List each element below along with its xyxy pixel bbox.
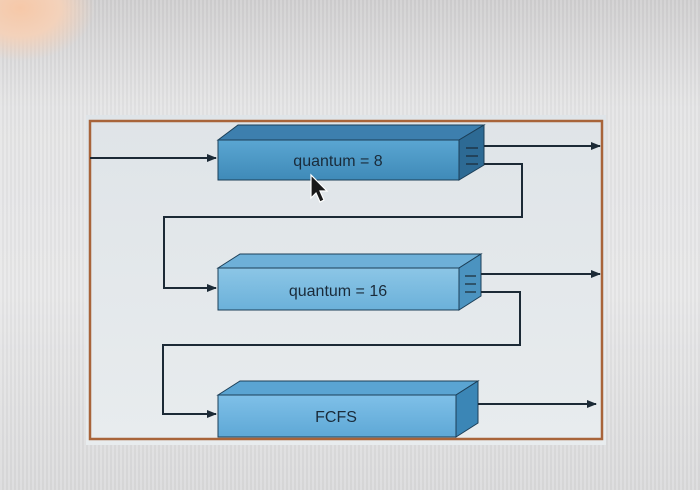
queue-2-top-face <box>216 253 483 269</box>
queue-2: quantum = 16 <box>216 253 483 311</box>
queue-2-end-face <box>458 253 482 311</box>
queue-2-label: quantum = 16 <box>289 283 387 300</box>
queue-2-to-queue-3-arrow <box>162 291 521 418</box>
mouse-cursor-icon <box>310 173 329 203</box>
queue-1-label: quantum = 8 <box>293 153 383 170</box>
outer-frame <box>88 119 604 441</box>
queue-1-to-queue-2-arrow <box>163 163 523 292</box>
queue-1: quantum = 8 <box>216 124 486 181</box>
queue-3-label: FCFS <box>315 409 357 426</box>
queue-1-top-face <box>216 124 486 141</box>
queue-2-front-face <box>217 267 460 311</box>
queue-3-end-face <box>455 380 479 438</box>
queue-1-front-face <box>217 139 460 181</box>
queue-3-front-face <box>217 394 457 438</box>
queue-3: FCFS <box>216 380 480 438</box>
queue-3-top-face <box>216 380 480 396</box>
